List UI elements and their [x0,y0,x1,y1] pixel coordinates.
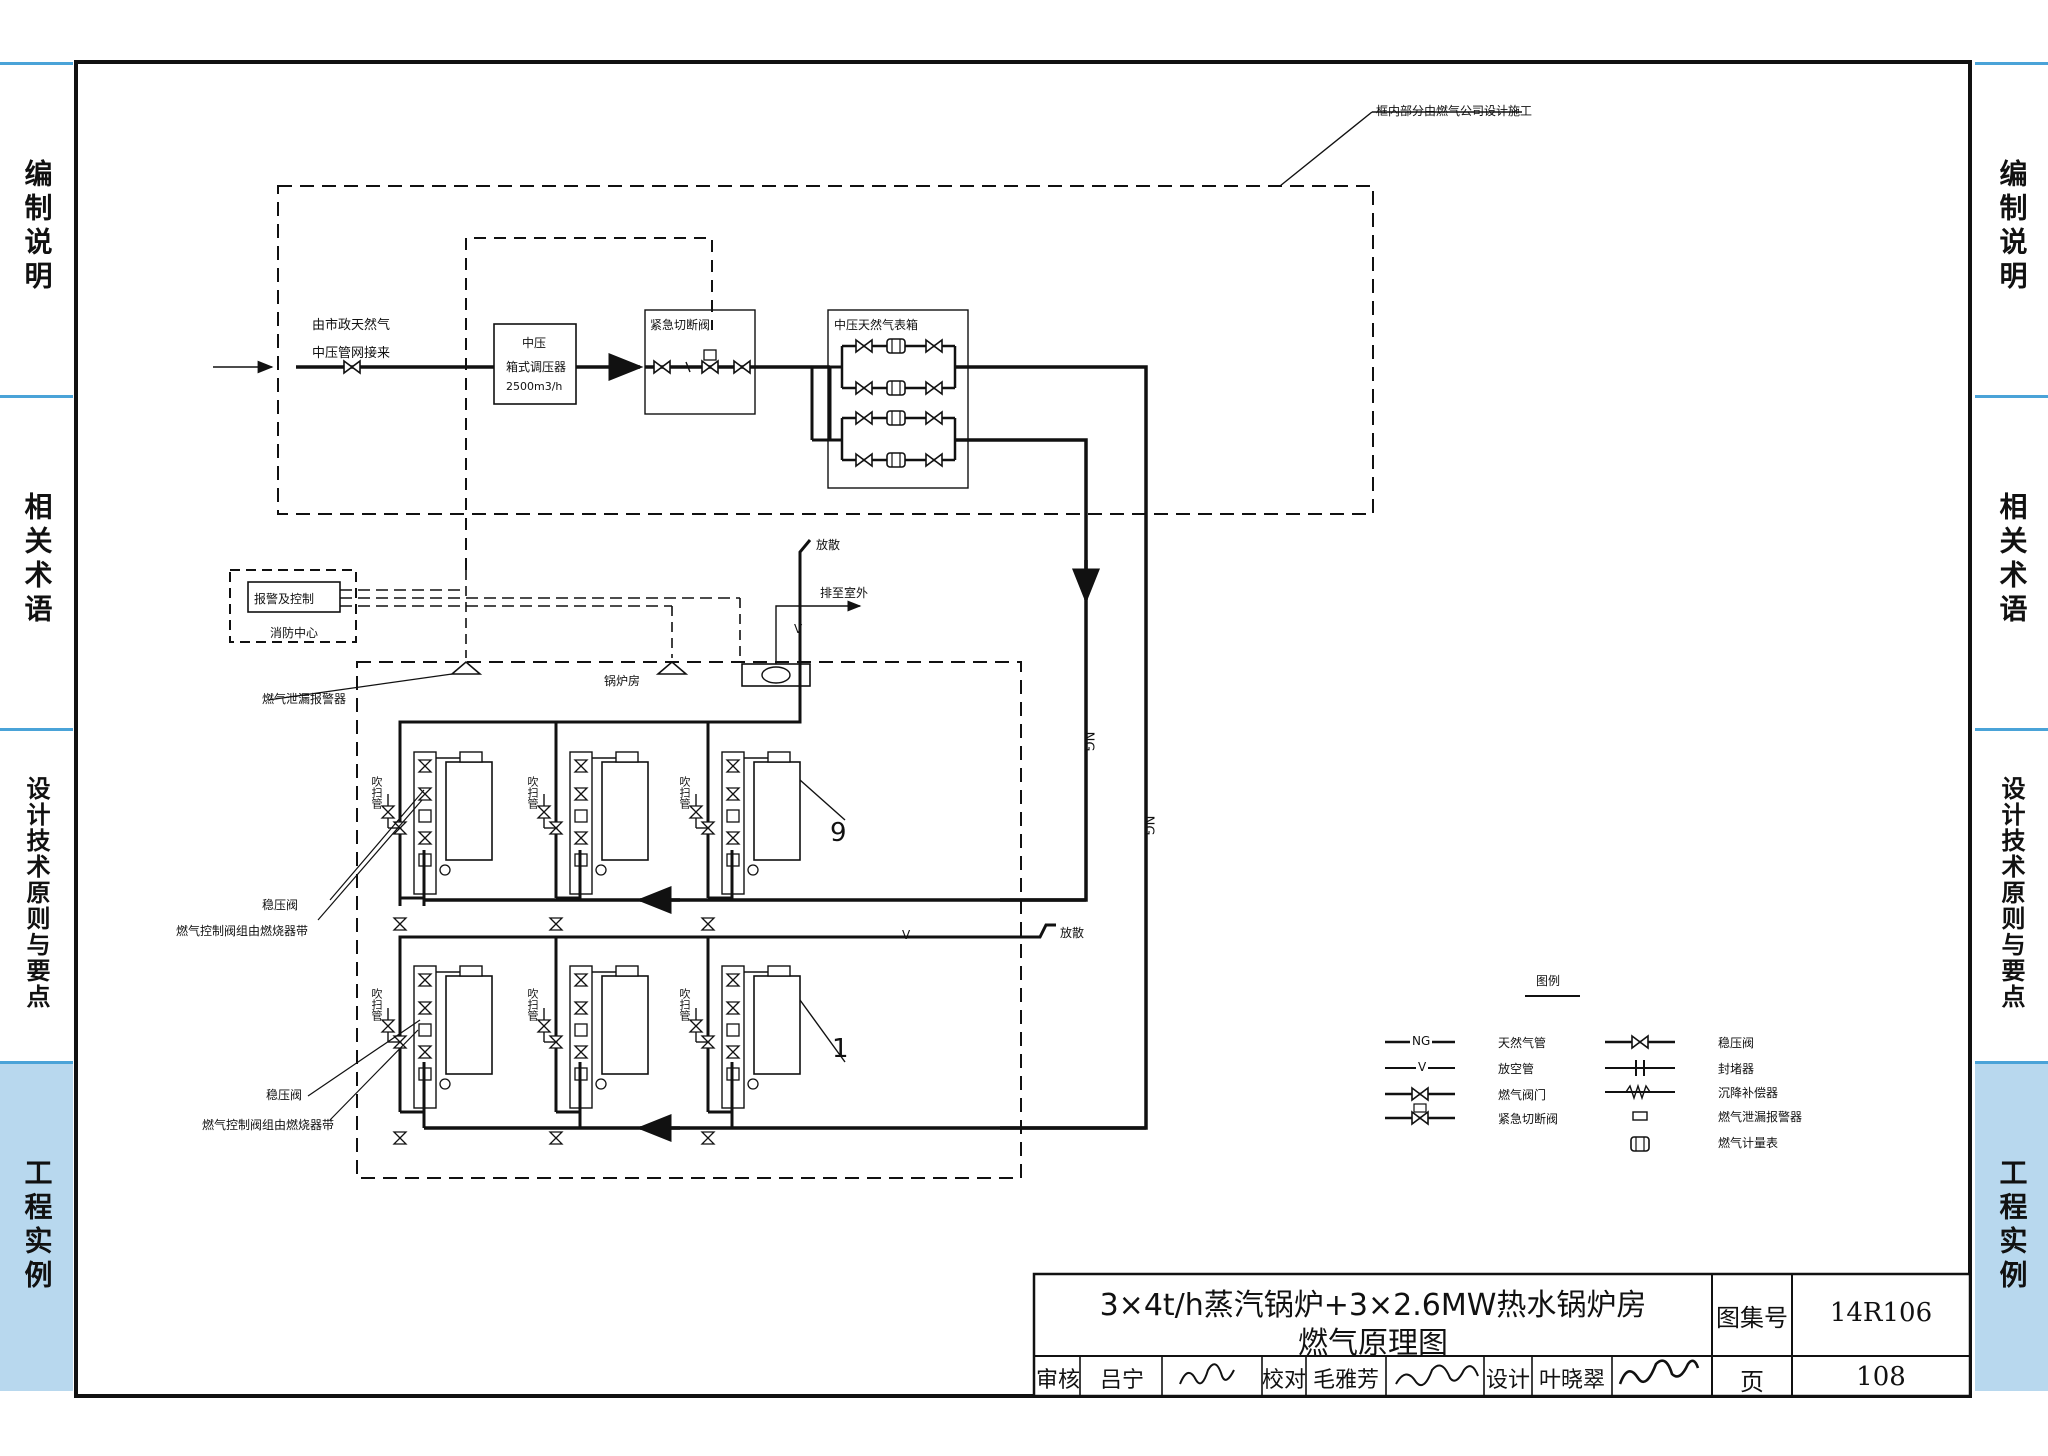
drawing-title-line2: 燃气原理图 [1298,1326,1448,1361]
legend-label: 燃气计量表 [1718,1136,1779,1150]
control-group-label-2: 燃气控制阀组由燃烧器带 [202,1118,335,1132]
legend-label: 燃气泄漏报警器 [1718,1110,1803,1124]
legend-label: 放空管 [1498,1062,1535,1076]
tab-design-principles-right[interactable]: 设计技术原则与要点 [1975,728,2048,1061]
pipe-label-v: V [794,622,803,636]
design-signature [1618,1359,1700,1385]
atlas-number: 14R106 [1829,1298,1933,1328]
tab-project-examples-right[interactable]: 工程实例 [1975,1061,2048,1394]
tab-terms-right[interactable]: 相关术语 [1975,395,2048,728]
tab-divider [0,62,73,65]
tab-compilation-notes[interactable]: 编制说明 [0,62,73,395]
check-name: 毛雅芳 [1312,1368,1379,1393]
legend-label: 稳压阀 [1718,1036,1755,1050]
page-number: 108 [1856,1362,1906,1392]
tab-label: 工程实例 [20,1158,54,1294]
legend-label: 紧急切断阀 [1498,1112,1559,1126]
tab-label: 设计技术原则与要点 [22,776,50,1010]
tab-terms[interactable]: 相关术语 [0,395,73,728]
source-label-1: 由市政天然气 [312,318,391,333]
drawing-title-line1: 3×4t/h蒸汽锅炉+3×2.6MW热水锅炉房 [1099,1288,1647,1323]
purge-label: 吹扫管 [370,776,383,809]
pipe-label-v: V [902,928,911,942]
purge-label: 吹扫管 [678,776,691,809]
atlas-label: 图集号 [1716,1304,1788,1332]
design-label: 设计 [1485,1368,1530,1393]
control-group-label-1: 燃气控制阀组由燃烧器带 [176,924,309,938]
purge-label: 吹扫管 [678,988,691,1021]
legend-label: 燃气阀门 [1498,1088,1547,1102]
tab-project-examples[interactable]: 工程实例 [0,1061,73,1394]
tab-divider [1975,1061,2048,1064]
tab-label: 相关术语 [1995,492,2029,628]
tab-label: 工程实例 [1995,1158,2029,1294]
check-signature [1395,1364,1479,1386]
regulator-label-1: 中压 [522,336,547,350]
purge-label: 吹扫管 [526,776,539,809]
legend-symbol-ng: NG [1410,1034,1433,1048]
pipe-label-ng: NG [1080,731,1096,752]
check-label: 校对 [1262,1368,1307,1393]
tab-label: 编制说明 [20,159,54,295]
tab-label: 设计技术原则与要点 [1997,776,2025,1010]
tab-design-principles[interactable]: 设计技术原则与要点 [0,728,73,1061]
tab-divider [0,395,73,398]
stabilizer-label-1: 稳压阀 [262,898,299,912]
regulator-label-2: 箱式调压器 [506,360,567,374]
legend-label: 封堵器 [1718,1062,1755,1076]
fire-center-label: 消防中心 [270,626,319,640]
page-label: 页 [1740,1368,1764,1396]
purge-label: 吹扫管 [526,988,539,1021]
vent-top-label: 放散 [816,538,841,552]
pipe-label-ng: NG [1140,815,1156,836]
tab-divider [0,728,73,731]
tab-divider [1975,728,2048,731]
legend-title: 图例 [1536,974,1561,988]
review-signature [1179,1363,1235,1385]
vent-mid-label: 放散 [1060,926,1085,940]
design-name: 叶晓翠 [1538,1368,1605,1393]
tab-divider [1975,62,2048,65]
callout-1: 1 [832,1034,849,1064]
tab-label: 编制说明 [1995,159,2029,295]
exhaust-label: 排至室外 [820,586,869,600]
tab-compilation-notes-right[interactable]: 编制说明 [1975,62,2048,395]
purge-label: 吹扫管 [370,988,383,1021]
legend-label: 天然气管 [1498,1036,1547,1050]
review-name: 吕宁 [1099,1368,1144,1393]
review-label: 审核 [1036,1368,1081,1393]
callout-9: 9 [830,818,847,848]
gas-leak-alarm-label: 燃气泄漏报警器 [262,692,347,706]
meter-group-label: 中压天然气表箱 [834,318,919,332]
emergency-valve-label: 紧急切断阀 [650,318,711,332]
boiler-room-label: 锅炉房 [604,674,641,688]
tab-divider [1975,395,2048,398]
stabilizer-label-2: 稳压阀 [266,1088,303,1102]
tab-label: 相关术语 [20,492,54,628]
legend-label: 沉降补偿器 [1718,1086,1779,1100]
tab-divider [0,1061,73,1064]
alarm-control-label: 报警及控制 [254,592,315,606]
regulator-capacity: 2500m3/h [506,380,563,393]
source-label-2: 中压管网接来 [312,346,391,361]
gas-company-note: 框内部分由燃气公司设计施工 [1376,104,1533,118]
legend-symbol-v: V [1416,1060,1429,1074]
